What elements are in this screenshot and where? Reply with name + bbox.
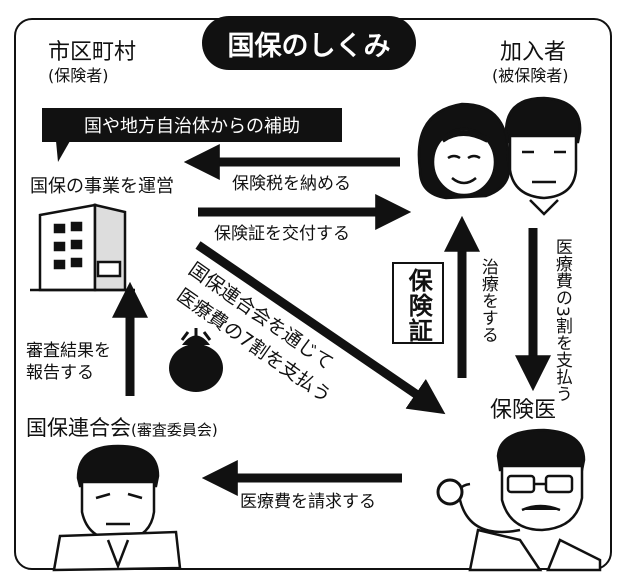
- money-bag: [169, 328, 223, 392]
- subscriber-woman: [417, 102, 511, 200]
- treatment-label: 治療をする: [477, 258, 498, 343]
- diagram-title: 国保のしくみ: [202, 16, 416, 70]
- municipality-role: (保険者): [48, 66, 109, 85]
- federation-name-text: 国保連合会: [26, 416, 131, 440]
- report-label: 審査結果を報告する: [26, 340, 122, 384]
- pay-tax-label: 保険税を納める: [232, 174, 351, 194]
- insurance-card-text: 保険証: [404, 268, 433, 343]
- subscriber-name: 加入者: [500, 40, 567, 65]
- doctor-figure: [436, 428, 602, 572]
- federation-sub: (審査委員会): [131, 421, 218, 439]
- pay-30-label: 医療費の3割を支払う: [551, 238, 572, 402]
- subsidy-banner: 国や地方自治体からの補助: [42, 108, 342, 142]
- claim-label: 医療費を請求する: [240, 492, 376, 512]
- subscriber-man: [504, 96, 582, 216]
- municipality-name: 市区町村: [48, 40, 137, 65]
- insurance-card: 保険証: [392, 262, 444, 344]
- subscriber-role: (被保険者): [492, 66, 569, 85]
- banner-tail: [56, 141, 70, 162]
- issue-card-label: 保険証を交付する: [214, 224, 350, 244]
- doctor-label: 保険医: [490, 398, 557, 423]
- reviewer-figure: [52, 444, 182, 572]
- federation-name: 国保連合会(審査委員会): [26, 418, 218, 439]
- arrow-pay-70: [195, 241, 446, 415]
- report-label-text: 審査結果を報告する: [26, 341, 111, 384]
- operation-label: 国保の事業を運営: [30, 176, 174, 197]
- city-office-building: [30, 203, 135, 292]
